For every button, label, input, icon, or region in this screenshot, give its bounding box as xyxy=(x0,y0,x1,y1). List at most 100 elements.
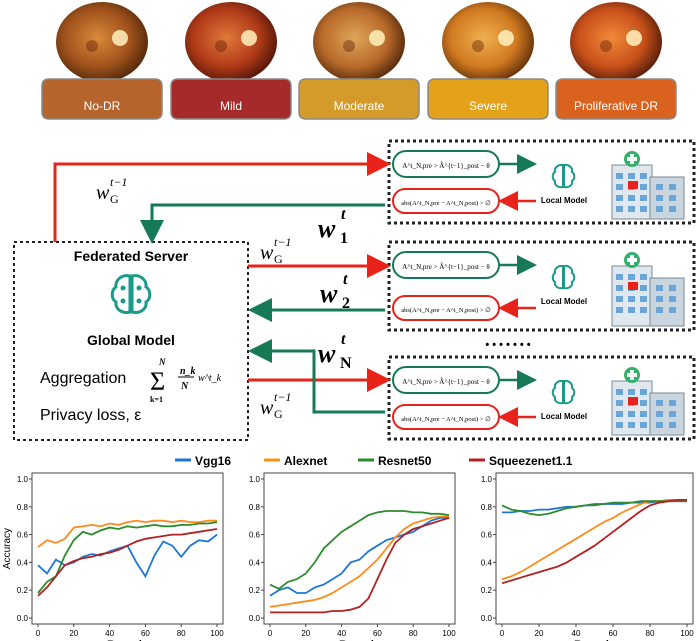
y-tick-label: 0.8 xyxy=(249,503,261,512)
y-tick-label: 0.0 xyxy=(249,614,261,623)
x-tick-label: 80 xyxy=(409,629,418,638)
local-model-label: Local Model xyxy=(541,412,587,421)
y-tick-label: 0.4 xyxy=(481,558,493,567)
series-line-resnet50 xyxy=(269,510,450,590)
y-tick-label: 1.0 xyxy=(249,475,261,484)
x-tick-label: 40 xyxy=(105,629,114,638)
chart-2: 0.00.20.40.60.81.0020406080100Rounds xyxy=(249,472,456,641)
x-tick-label: 100 xyxy=(442,629,456,638)
legend-label-2: Resnet50 xyxy=(378,454,432,468)
abs-check-formula: abs(A^t_N,pre − A^t_N,post) > ∅ xyxy=(401,200,491,207)
svg-text:1: 1 xyxy=(340,230,348,247)
client-box-2: A^t_N,pre > Â^{t−1}_post − θabs(A^t_N,pr… xyxy=(387,240,696,332)
x-axis-label: Rounds xyxy=(107,639,148,641)
svg-text:t−1: t−1 xyxy=(274,235,291,249)
optic-disc xyxy=(241,30,257,46)
upload-arrow-client1 xyxy=(140,203,385,244)
federated-server-box: Federated Server Global Model Aggregatio… xyxy=(13,241,249,441)
y-tick-label: 0.6 xyxy=(17,531,29,540)
y-tick-label: 0.2 xyxy=(17,586,29,595)
grade-label-box xyxy=(41,78,163,120)
fundus-image xyxy=(185,2,277,82)
grade-label: Severe xyxy=(469,99,507,113)
x-axis-label: Rounds xyxy=(574,639,615,641)
svg-text:w: w xyxy=(318,214,336,243)
dr-grade-4: Proliferative DR xyxy=(555,2,677,120)
macula xyxy=(215,40,227,52)
x-tick-label: 60 xyxy=(609,629,618,638)
svg-text:t: t xyxy=(341,206,346,223)
w1-label: w 1 t xyxy=(318,206,348,247)
wg-label-top: w G t−1 xyxy=(96,175,127,206)
hospital-icon xyxy=(611,151,685,220)
optic-disc xyxy=(498,30,514,46)
svg-text:w: w xyxy=(318,339,336,368)
grade-label-box xyxy=(427,78,549,120)
x-tick-label: 60 xyxy=(141,629,150,638)
y-tick-label: 0.2 xyxy=(481,586,493,595)
weight-labels: w G t−1 w 1 t w G t−1 w 2 t w N t w G t−… xyxy=(96,175,531,421)
x-tick-label: 80 xyxy=(646,629,655,638)
dr-grade-1: Mild xyxy=(170,2,292,120)
svg-text:G: G xyxy=(274,407,283,421)
client-border xyxy=(387,240,696,332)
pre-check-formula: A^t_N,pre > Â^{t−1}_post − θ xyxy=(402,378,490,386)
svg-text:w: w xyxy=(96,182,110,204)
brain-icon xyxy=(551,264,576,290)
brain-icon xyxy=(551,379,576,405)
global-model-label: Global Model xyxy=(87,332,175,348)
grade-label: No-DR xyxy=(84,99,121,113)
grade-label: Moderate xyxy=(334,99,385,113)
macula xyxy=(472,40,484,52)
x-tick-label: 20 xyxy=(301,629,310,638)
wn-label: w N t xyxy=(318,331,352,372)
agg-sum-top: N xyxy=(158,357,166,367)
local-model-label: Local Model xyxy=(541,297,587,306)
upload-arrow-clientN xyxy=(248,339,385,414)
svg-text:w: w xyxy=(260,242,274,264)
grade-label: Mild xyxy=(220,99,242,113)
agg-fraction-denominator: N xyxy=(180,381,189,392)
plot-frame xyxy=(31,472,224,625)
aggregation-formula: Σ N k=1 n_k N w^t_k xyxy=(150,357,222,404)
server-title: Federated Server xyxy=(74,248,189,264)
y-tick-label: 1.0 xyxy=(481,475,493,484)
series-line-squeezenet11 xyxy=(37,528,218,597)
svg-text:t−1: t−1 xyxy=(274,390,291,404)
client-border xyxy=(387,355,696,441)
fundus-image xyxy=(313,2,405,82)
svg-text:N: N xyxy=(340,355,352,372)
series-line-alexnet xyxy=(37,519,217,548)
svg-text:G: G xyxy=(274,252,283,266)
x-tick-label: 100 xyxy=(680,629,694,638)
local-model-label: Local Model xyxy=(541,196,587,205)
legend-label-1: Alexnet xyxy=(284,454,327,468)
y-tick-label: 0.6 xyxy=(481,531,493,540)
chart-3: 0.00.20.40.60.81.0020406080100Rounds xyxy=(481,472,694,641)
y-tick-label: 1.0 xyxy=(17,475,29,484)
privacy-loss-label: Privacy loss, ε xyxy=(40,407,141,424)
x-tick-label: 0 xyxy=(500,629,505,638)
svg-text:t: t xyxy=(343,271,348,288)
client-border xyxy=(387,139,696,225)
grade-label-box xyxy=(170,78,292,120)
x-tick-label: 100 xyxy=(210,629,224,638)
legend-label-0: Vgg16 xyxy=(195,454,231,468)
dr-grade-2: Moderate xyxy=(298,2,420,120)
series-line-squeezenet11 xyxy=(270,517,450,614)
agg-weight-term: w^t_k xyxy=(198,373,222,384)
broadcast-arrow-client1 xyxy=(53,152,391,242)
abs-check-formula: abs(A^t_N,pre − A^t_N,post) > ∅ xyxy=(401,416,491,423)
x-tick-label: 20 xyxy=(69,629,78,638)
x-tick-label: 20 xyxy=(535,629,544,638)
fundus-image xyxy=(442,2,534,82)
client-box-3: A^t_N,pre > Â^{t−1}_post − θ abs(A^t_N,pr… xyxy=(387,355,696,441)
x-tick-label: 0 xyxy=(268,629,273,638)
x-tick-label: 0 xyxy=(36,629,41,638)
x-tick-label: 60 xyxy=(373,629,382,638)
x-tick-label: 40 xyxy=(337,629,346,638)
grade-label-box xyxy=(555,78,677,120)
fundus-image xyxy=(56,2,148,82)
y-tick-label: 0.6 xyxy=(249,531,261,540)
